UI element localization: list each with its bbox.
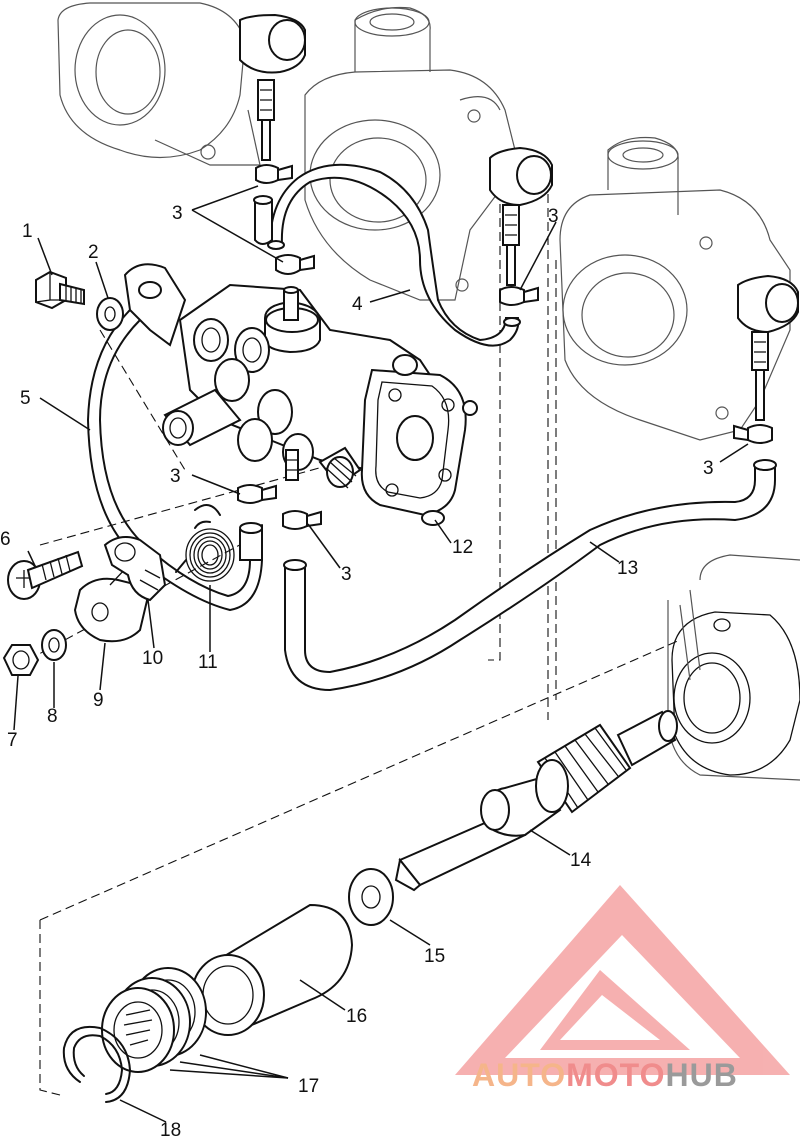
engine-casting-lower-right (667, 554, 800, 781)
part-label-10: 10 (142, 648, 163, 669)
engine-casting-upper-middle (304, 6, 516, 301)
part-label-11: 11 (198, 652, 218, 673)
clip-10 (103, 535, 167, 602)
oil-pump-12 (123, 263, 478, 526)
part-label-6: 6 (0, 529, 11, 550)
part-label-3: 3 (341, 564, 352, 585)
spring-11 (175, 504, 235, 582)
fitting-lower-center (285, 449, 299, 481)
part-label-3: 3 (703, 458, 714, 479)
part-label-13: 13 (617, 558, 638, 579)
fitting-upper-left (239, 13, 306, 161)
hose-clamp-3 (237, 484, 277, 504)
fitting-right (737, 274, 799, 421)
hose-13 (283, 459, 777, 692)
part-label-1: 1 (22, 221, 33, 242)
hose-upper-left-short (253, 195, 273, 245)
watermark-text: AUTOMOTOHUB (472, 1057, 738, 1093)
engine-casting-upper-left (57, 2, 261, 166)
hose-clamp-3 (499, 286, 539, 306)
fitting-upper-middle (489, 146, 553, 286)
part-labels: 1 2 3 4 3 5 3 3 12 6 3 13 10 11 9 8 7 14… (0, 203, 714, 1137)
part-label-9: 9 (93, 690, 104, 711)
hose-clamp-3 (255, 164, 293, 184)
part-label-14: 14 (570, 850, 592, 871)
part-label-15: 15 (424, 946, 445, 967)
part-label-16: 16 (346, 1006, 367, 1027)
drive-shaft-14 (394, 710, 678, 892)
hose-clamp-3 (275, 254, 315, 275)
washer-8 (41, 629, 67, 661)
seal-17 (101, 967, 207, 1073)
watermark-segment-auto: AUTO (472, 1057, 566, 1093)
screw-6 (7, 550, 84, 600)
part-label-7: 7 (7, 730, 18, 751)
part-label-3: 3 (170, 466, 181, 487)
part-label-5: 5 (20, 388, 31, 409)
pointer-lines (13, 185, 749, 1123)
washer-15 (348, 868, 394, 926)
nut-7 (2, 644, 40, 676)
bolt-1 (35, 270, 85, 310)
sleeve-16 (191, 903, 354, 1036)
hose-4 (267, 163, 521, 347)
watermark-segment-moto: MOTO (566, 1057, 665, 1093)
part-label-8: 8 (47, 706, 58, 727)
hose-short-lower-left (239, 522, 263, 561)
washer-2 (96, 297, 124, 331)
watermark-segment-hub: HUB (665, 1057, 737, 1093)
assembly-lines (27, 95, 681, 1096)
circlip-18 (62, 1026, 131, 1103)
part-label-3: 3 (548, 206, 559, 227)
part-label-12: 12 (452, 537, 473, 558)
part-label-3: 3 (172, 203, 183, 224)
part-label-17: 17 (298, 1076, 319, 1097)
svg-text:AUTOMOTOHUB: AUTOMOTOHUB (472, 1057, 738, 1093)
hose-clamp-3 (282, 510, 322, 530)
hose-clamp-3 (733, 424, 773, 444)
triangle-m-logo (455, 885, 790, 1075)
part-label-18: 18 (160, 1120, 181, 1137)
engine-casting-right (559, 136, 791, 441)
part-label-4: 4 (352, 294, 363, 315)
part-label-2: 2 (88, 242, 99, 263)
